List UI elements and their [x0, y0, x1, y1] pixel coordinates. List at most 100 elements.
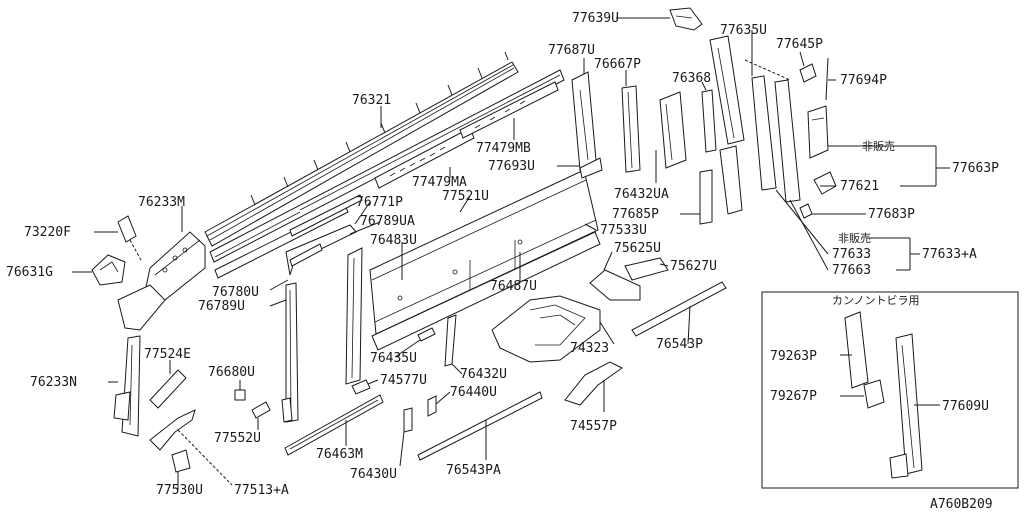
label-73220f: 73220F	[24, 225, 71, 240]
label-76233n: 76233N	[30, 375, 77, 390]
part-inner-rail	[214, 194, 363, 279]
part-74577u	[351, 379, 371, 395]
part-77663p-bracket	[807, 105, 829, 159]
part-76631g-gusset	[91, 254, 126, 286]
part-77479mb-strip	[209, 69, 565, 263]
part-77530u-clip	[171, 449, 191, 473]
label-76368: 76368	[672, 71, 711, 86]
label-77693u: 77693U	[488, 159, 535, 174]
inset-title: カンノントビラ用	[832, 294, 919, 307]
part-77609u	[895, 333, 923, 475]
label-77479mb: 77479MB	[476, 141, 531, 156]
label-77513a: 77513+A	[234, 483, 289, 498]
label-76432u: 76432U	[460, 367, 507, 382]
part-76789u-pillar	[281, 282, 299, 423]
label-77635u: 77635U	[720, 23, 767, 38]
part-76432ua	[659, 91, 687, 169]
label-76321: 76321	[352, 93, 391, 108]
label-77621: 77621	[840, 179, 879, 194]
label-77633a: 77633+A	[922, 247, 977, 262]
part-75627u-strip	[624, 257, 669, 281]
label-74577u: 74577U	[380, 373, 427, 388]
label-77521u: 77521U	[442, 189, 489, 204]
part-77635u-pillar	[709, 35, 791, 215]
label-79267p: 79267P	[770, 389, 817, 404]
part-pillar-joint	[117, 284, 166, 331]
part-76321-rail	[204, 51, 519, 247]
label-75625u: 75625U	[614, 241, 661, 256]
label-76789u: 76789U	[198, 299, 245, 314]
part-75625u-bracket	[589, 269, 641, 301]
label-77524e: 77524E	[144, 347, 191, 362]
part-77687u	[571, 71, 597, 171]
part-77633-pillar	[751, 75, 801, 203]
label-76487u: 76487U	[490, 279, 537, 294]
part-76680u	[234, 389, 246, 401]
labels: 77639U 77635U 77687U 76667P 77645P 77694…	[6, 11, 999, 512]
label-77633: 77633	[832, 247, 871, 262]
label-77609u: 77609U	[942, 399, 989, 414]
part-76233n-pillar	[113, 335, 141, 437]
part-77521u-panel	[369, 169, 599, 335]
diagram-code: A760B209	[930, 497, 993, 512]
label-hihanbai-1: 非販売	[862, 140, 895, 153]
label-74323: 74323	[570, 341, 609, 356]
part-74323-floor	[491, 295, 601, 363]
label-76771p: 76771P	[356, 195, 403, 210]
label-76430u: 76430U	[350, 467, 397, 482]
label-77645p: 77645P	[776, 37, 823, 52]
label-76432ua: 76432UA	[614, 187, 669, 202]
part-77694p	[825, 57, 829, 101]
label-76680u: 76680U	[208, 365, 255, 380]
label-77663p: 77663P	[952, 161, 999, 176]
label-79263p: 79263P	[770, 349, 817, 364]
part-76368	[701, 89, 717, 153]
label-77479ma: 77479MA	[412, 175, 467, 190]
part-74557p-bracket	[564, 361, 623, 406]
part-77693u	[579, 157, 603, 179]
leader-lines	[72, 17, 950, 490]
part-76543p-strip	[631, 281, 727, 337]
label-74557p: 74557P	[570, 419, 617, 434]
label-76435u: 76435U	[370, 351, 417, 366]
part-76771p-cap	[285, 224, 357, 276]
part-77685p	[699, 169, 713, 225]
part-77552u	[251, 401, 271, 419]
part-77513a-bracket	[149, 409, 233, 486]
part-77479ma-strip	[374, 81, 559, 189]
label-75627u: 75627U	[670, 259, 717, 274]
label-76543p: 76543P	[656, 337, 703, 352]
label-76440u: 76440U	[450, 385, 497, 400]
part-77609u-foot	[889, 453, 909, 479]
part-77621	[813, 171, 837, 195]
label-76789ua: 76789UA	[360, 214, 415, 229]
part-77645p	[799, 63, 817, 83]
label-76543pa: 76543PA	[446, 463, 501, 478]
label-77685p: 77685P	[612, 207, 659, 222]
label-hihanbai-2: 非販売	[838, 232, 871, 245]
part-73220f-bracket	[117, 215, 143, 263]
part-76435u	[417, 327, 436, 342]
label-77683p: 77683P	[868, 207, 915, 222]
part-76543pa-strip	[417, 391, 543, 461]
label-77663: 77663	[832, 263, 871, 278]
label-77530u: 77530U	[156, 483, 203, 498]
part-76463m-strip	[284, 394, 384, 456]
label-77552u: 77552U	[214, 431, 261, 446]
part-76487u-panel	[371, 231, 601, 351]
part-76430u	[403, 407, 413, 433]
part-77639u-bracket	[669, 7, 703, 31]
label-76233m: 76233M	[138, 195, 185, 210]
part-79267p	[863, 379, 885, 409]
inset-box	[761, 291, 1019, 489]
part-76667p	[621, 85, 641, 173]
label-77533u: 77533U	[600, 223, 647, 238]
label-77639u: 77639U	[572, 11, 619, 26]
label-76463m: 76463M	[316, 447, 363, 462]
label-76667p: 76667P	[594, 57, 641, 72]
label-76780u: 76780U	[212, 285, 259, 300]
part-79263p	[844, 311, 869, 389]
part-77683p	[799, 203, 813, 219]
label-76631g: 76631G	[6, 265, 53, 280]
